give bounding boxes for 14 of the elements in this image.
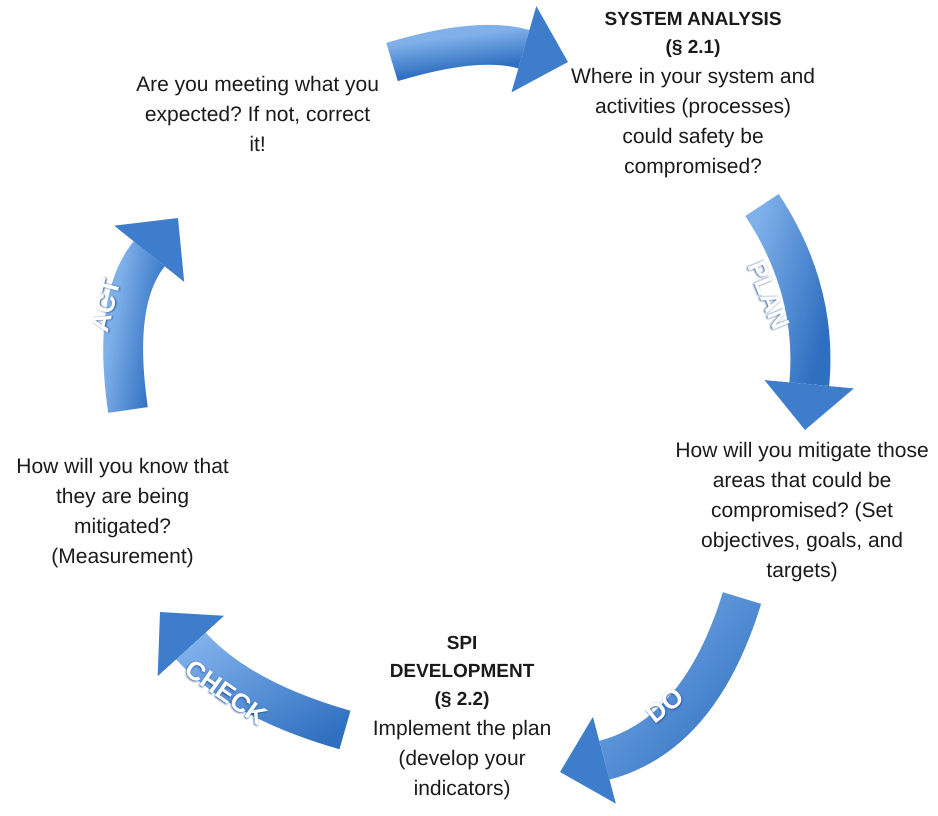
curved-arrow xyxy=(103,216,186,413)
question-text: How will you mitigate those areas that could be compromised? (Set objectives, goals, and targets) xyxy=(674,438,930,584)
heading: SPI DEVELOPMENT xyxy=(388,632,536,684)
question-text: Where in your system and activities (processes) could safety be compromised? xyxy=(570,64,816,180)
heading: SYSTEM ANALYSIS xyxy=(604,8,782,32)
curved-arrow xyxy=(158,613,351,750)
heading: (§ 2.1) xyxy=(666,36,720,60)
heading: (§ 2.2) xyxy=(434,688,490,712)
question-text: Are you meeting what you expected? If not, correct it! xyxy=(135,72,380,158)
edge-label: PLAN xyxy=(743,257,794,333)
question-text: Implement the plan (develop your indicators) xyxy=(372,716,552,802)
question-text: How will you know that they are being mitigated? (Measurement) xyxy=(15,454,230,570)
edge-label: ACT xyxy=(86,276,124,334)
edge-label: DO xyxy=(641,682,688,728)
